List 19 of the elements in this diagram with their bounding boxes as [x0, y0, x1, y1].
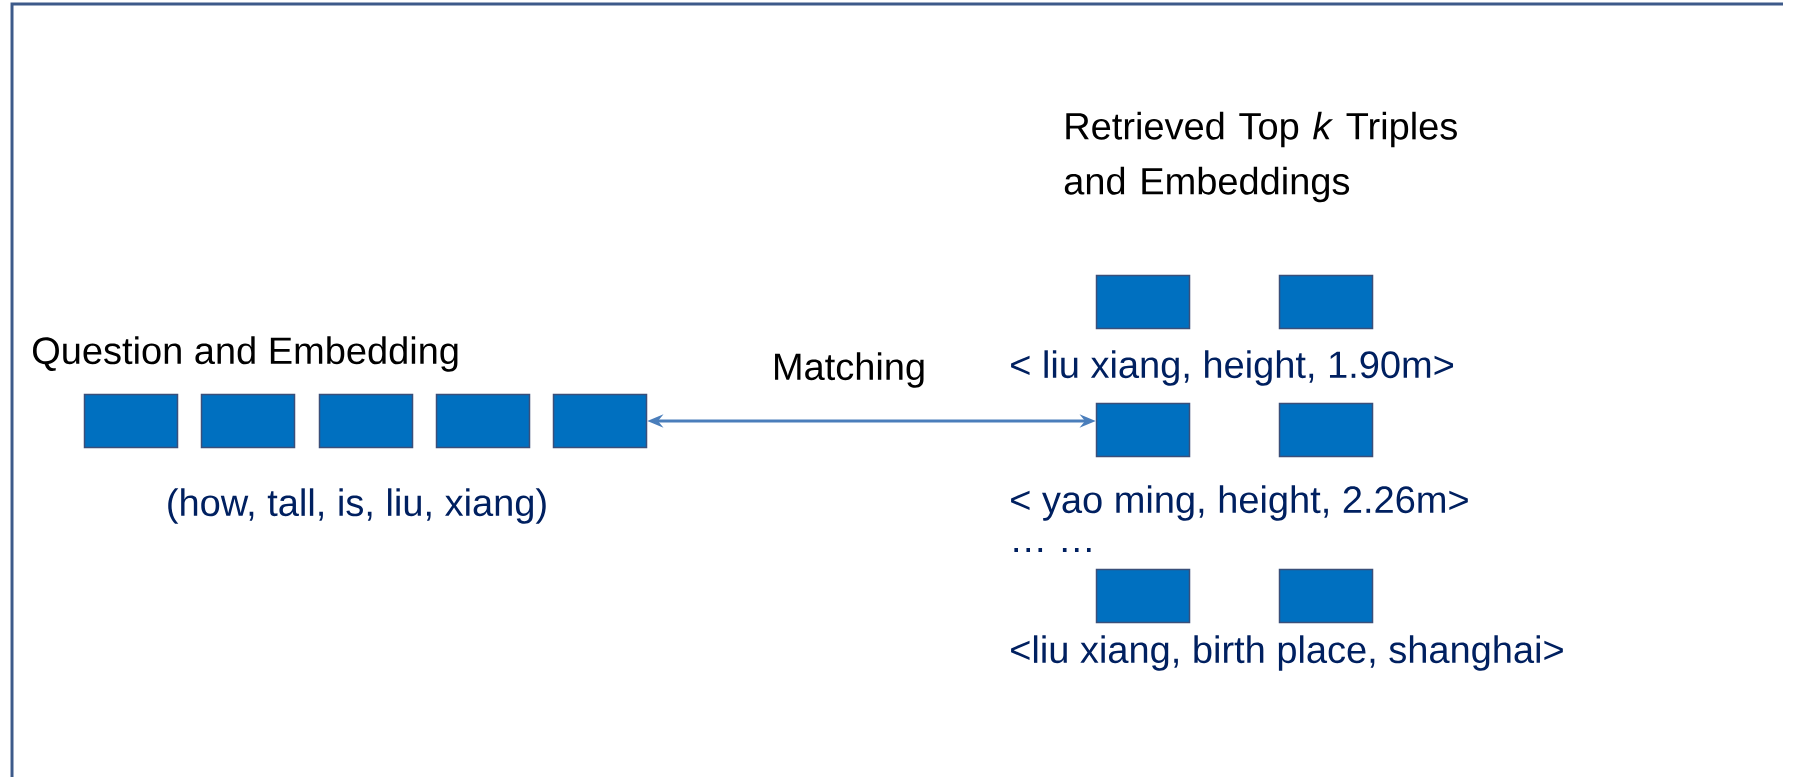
text-label: < yao ming, height, 2.26m> [1011, 485, 1468, 521]
embedding-box [1095, 274, 1191, 330]
embedding-box [318, 393, 414, 449]
embedding-box [1095, 568, 1191, 624]
embedding-box [1278, 402, 1374, 458]
text-label: Question and Embedding [33, 336, 458, 372]
edge-label: Matching [775, 352, 924, 388]
embedding-box [552, 393, 648, 449]
embedding-box [200, 393, 296, 449]
embedding-box [1278, 274, 1374, 330]
text-label: Retrieved Top k Triples and Embeddings [1064, 111, 1457, 203]
embedding-box [1278, 568, 1374, 624]
text-label: … … [1014, 548, 1091, 553]
text-label: (how, tall, is, liu, xiang) [168, 488, 546, 524]
text-label: < liu xiang, height, 1.90m> [1011, 350, 1454, 386]
text-label: <liu xiang, birth place, shanghai> [1011, 635, 1563, 671]
embedding-box [435, 393, 531, 449]
embedding-box [83, 393, 179, 449]
embedding-box [1095, 402, 1191, 458]
